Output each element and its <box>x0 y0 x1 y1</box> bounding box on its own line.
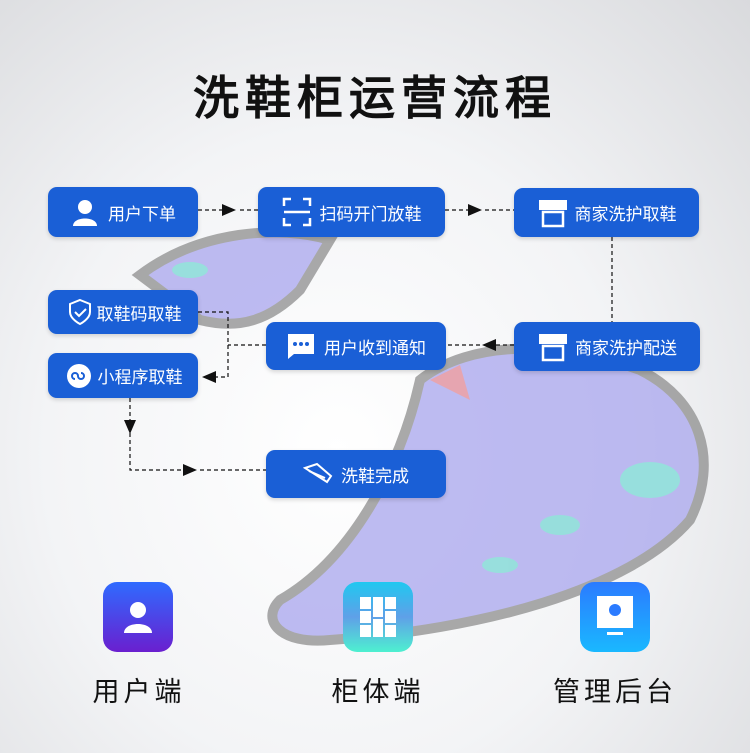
endpoint-label: 柜体端 <box>331 677 425 708</box>
step-merchant-deliver: 商家洗护配送 <box>514 322 700 371</box>
step-user-notified: 用户收到通知 <box>266 322 446 370</box>
step-label: 洗鞋完成 <box>341 466 409 487</box>
shield-check-icon <box>65 297 95 327</box>
arrow-icon <box>482 339 496 351</box>
step-label: 用户收到通知 <box>324 338 426 359</box>
step-label: 扫码开门放鞋 <box>319 204 422 225</box>
scan-icon <box>282 197 312 227</box>
step-user-order: 用户下单 <box>48 187 198 237</box>
page-title: 洗鞋柜运营流程 <box>193 71 557 125</box>
step-washing-done: 洗鞋完成 <box>266 450 446 498</box>
admin-app-icon <box>580 582 650 652</box>
cabinet-app-icon <box>343 582 413 652</box>
cabinet-icon <box>360 597 396 637</box>
user-app-icon <box>103 582 173 652</box>
arrow-icon <box>124 420 136 434</box>
arrow-icon <box>202 371 216 383</box>
step-scan-open-door: 扫码开门放鞋 <box>258 187 445 237</box>
store-icon <box>537 198 567 228</box>
user-icon <box>70 197 100 227</box>
user-icon <box>124 602 152 633</box>
endpoint-label: 管理后台 <box>553 677 677 708</box>
admin-screen-icon <box>597 596 633 635</box>
step-label: 商家洗护配送 <box>575 339 677 359</box>
step-label: 取鞋码取鞋 <box>96 304 182 325</box>
step-label: 商家洗护取鞋 <box>574 205 677 225</box>
shoe-icon <box>303 459 333 489</box>
step-code-pickup: 取鞋码取鞋 <box>48 290 198 334</box>
step-label: 用户下单 <box>108 204 176 225</box>
mini-program-icon <box>64 361 94 391</box>
store-icon <box>537 332 567 362</box>
arrow-icon <box>222 204 236 216</box>
step-miniapp-pickup: 小程序取鞋 <box>48 353 198 398</box>
step-label: 小程序取鞋 <box>97 368 183 388</box>
arrow-icon <box>183 464 197 476</box>
arrow-icon <box>468 204 482 216</box>
message-icon <box>286 331 316 361</box>
step-merchant-pickup: 商家洗护取鞋 <box>514 188 699 237</box>
endpoint-label: 用户端 <box>92 677 186 708</box>
